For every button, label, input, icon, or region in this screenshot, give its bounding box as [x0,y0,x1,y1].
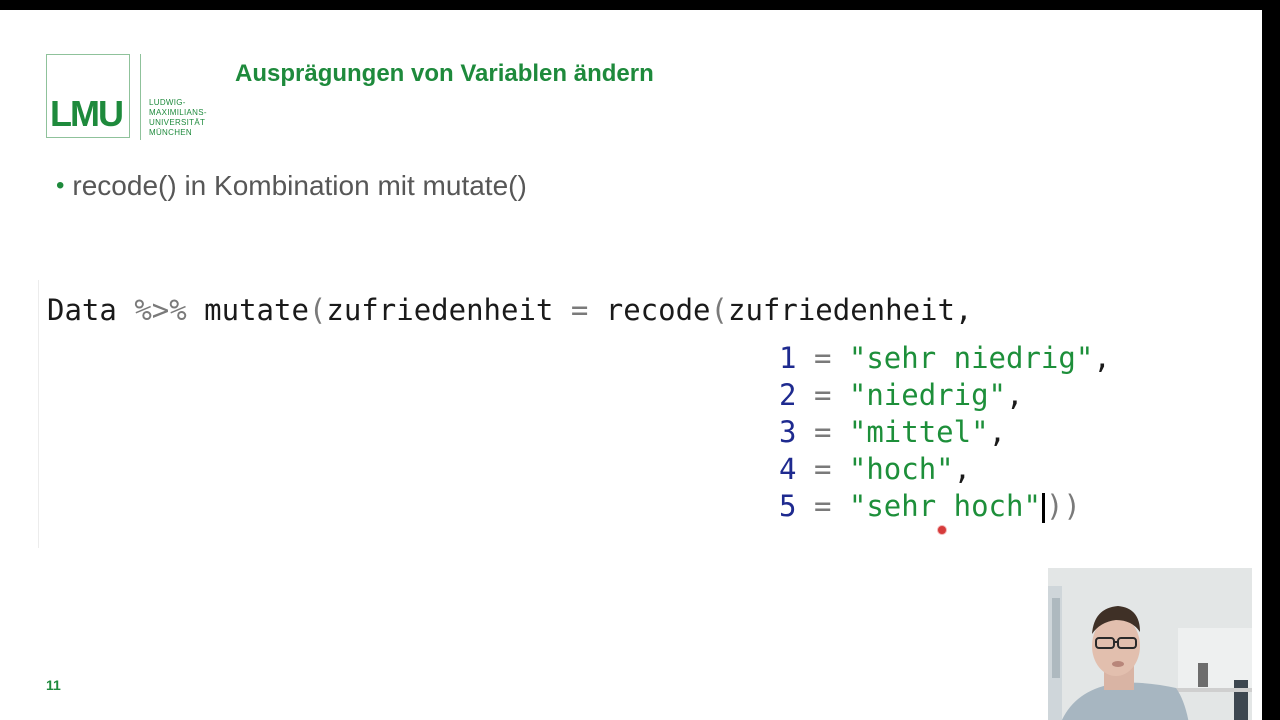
code-operator: = [813,489,832,523]
slide-title: Ausprägungen von Variablen ändern [235,60,654,87]
lmu-logo-wordmark: LUDWIG- MAXIMILIANS- UNIVERSITÄT MÜNCHEN [149,54,207,140]
code-number: 3 [779,415,797,449]
code-operator: = [813,378,832,412]
code-string: "sehr hoch" [848,489,1041,523]
code-paren: )) [1045,489,1081,523]
bullet-point: • recode() in Kombination mit mutate() [56,170,527,202]
lmu-logo-letters: LMU [50,93,124,134]
code-number: 5 [779,489,797,523]
code-paren: ( [710,293,728,327]
code-line-1: Data %>% mutate(zufriedenheit = recode(z… [47,292,972,328]
code-string: "mittel" [848,415,989,449]
code-string: "sehr niedrig" [848,341,1094,375]
code-operator: = [813,452,832,486]
code-token: , [1006,378,1024,412]
presenter-video-image [1048,568,1252,720]
code-number: 4 [779,452,797,486]
text-cursor [1041,493,1045,523]
code-number: 2 [779,378,797,412]
code-operator: = [813,415,832,449]
code-number: 1 [779,341,797,375]
logo-divider [140,54,141,140]
code-operator: = [570,293,589,327]
code-token: , [953,452,972,486]
bullet-text: recode() in Kombination mit mutate() [72,170,527,201]
logo-text-line: MAXIMILIANS- [149,108,207,117]
code-paren: ( [308,293,327,327]
logo-text-line: UNIVERSITÄT [149,118,206,127]
page-number: 11 [46,677,61,693]
code-token: zufriedenheit, [727,293,973,327]
code-token: Data [47,293,135,327]
code-operator: = [813,341,832,375]
code-token: , [1093,341,1111,375]
bullet-dot-icon: • [56,172,65,199]
code-string: "hoch" [848,452,954,486]
code-string: "niedrig" [848,378,1007,412]
code-token: , [988,415,1007,449]
lmu-logo: LMU LUDWIG- MAXIMILIANS- UNIVERSITÄT MÜN… [46,54,228,140]
code-line-mapping: 1 = "sehr niedrig", [779,340,1111,376]
code-block: Data %>% mutate(zufriedenheit = recode(z… [38,280,1149,548]
laser-pointer-icon [937,525,947,535]
code-token: recode [588,293,711,327]
code-line-mapping: 5 = "sehr hoch")) [779,488,1081,524]
code-token: mutate [186,293,309,327]
code-line-mapping: 3 = "mittel", [779,414,1006,450]
code-token: zufriedenheit [326,293,571,327]
code-line-mapping: 4 = "hoch", [779,451,971,487]
code-line-mapping: 2 = "niedrig", [779,377,1023,413]
lmu-logo-mark: LMU [46,54,130,138]
webcam-overlay [1048,568,1252,720]
logo-text-line: MÜNCHEN [149,128,192,137]
logo-text-line: LUDWIG- [149,98,186,107]
slide: LMU LUDWIG- MAXIMILIANS- UNIVERSITÄT MÜN… [0,10,1262,720]
pipe-operator: %>% [134,293,187,327]
